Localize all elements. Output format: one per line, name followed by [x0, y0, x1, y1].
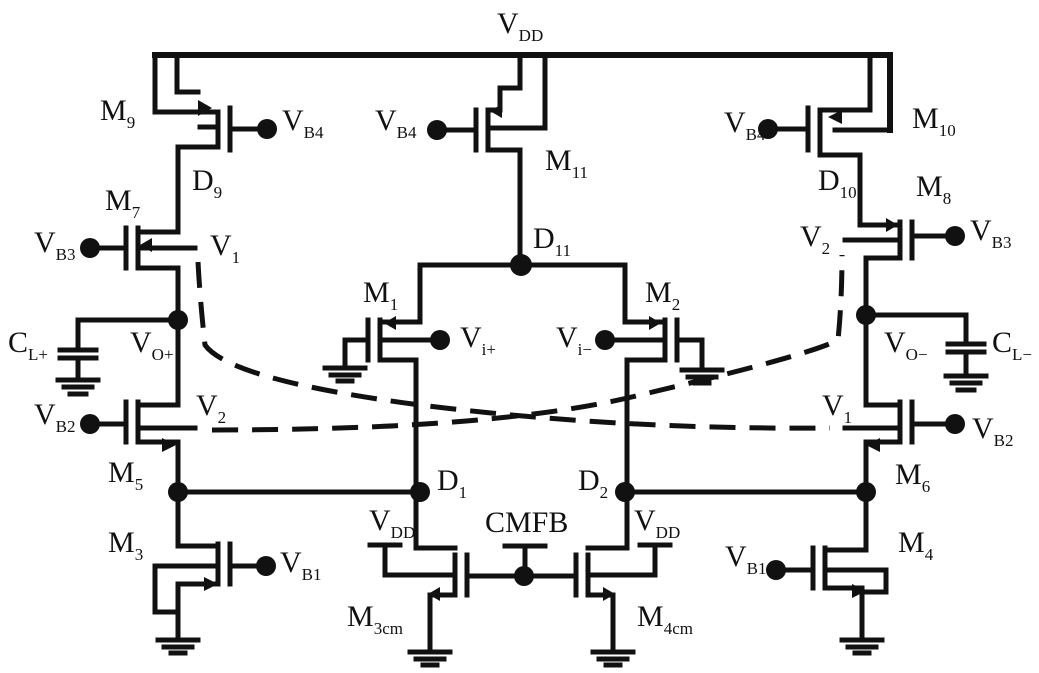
- label-m3cm: M3cm: [347, 600, 403, 638]
- dashed-v1-left: [195, 261, 831, 431]
- d1-node: [410, 482, 430, 502]
- transistor-m9: [175, 100, 268, 235]
- label-vip: Vi+: [460, 321, 496, 359]
- label-m9: M9: [100, 94, 135, 132]
- label-vb4-right: VB4: [724, 106, 766, 144]
- label-m10: M10: [912, 102, 956, 140]
- label-m6: M6: [895, 458, 930, 496]
- label-v1-left: V1: [210, 229, 240, 267]
- label-vb4-left: VB4: [282, 104, 324, 142]
- label-vb1-right: VB1: [725, 540, 767, 578]
- vip-node: [430, 330, 450, 350]
- vb2-right-node: [945, 414, 965, 434]
- d11-node: [510, 254, 532, 276]
- label-v1-right: V1: [822, 389, 852, 427]
- label-vdd-left: VDD: [369, 504, 415, 542]
- transistor-m7: [89, 225, 198, 323]
- labels: VDD M9 VB4 VB4 M11 VB4 M10 D9 M7 D10 M8 …: [8, 7, 1032, 638]
- label-vb2-right: VB2: [972, 412, 1014, 450]
- label-m11: M11: [545, 144, 588, 182]
- label-vb3-right: VB3: [970, 214, 1012, 252]
- transistor-m3: [152, 489, 265, 656]
- label-cmfb: CMFB: [485, 506, 568, 539]
- transistor-m10: [767, 105, 863, 228]
- label-m3: M3: [108, 526, 143, 564]
- load-cap-left: [55, 317, 181, 397]
- fold-wires: [175, 487, 869, 551]
- label-v2-right: V2: [800, 220, 830, 258]
- vb4-mid-node: [427, 120, 447, 140]
- transistor-m4: [777, 489, 889, 656]
- label-vb4-mid: VB4: [375, 104, 417, 142]
- label-d2: D2: [578, 464, 608, 502]
- vb3-right-node: [945, 226, 965, 246]
- vb4-left-node: [257, 119, 277, 139]
- load-cap-right: [863, 312, 989, 393]
- label-m7: M7: [105, 184, 141, 222]
- vb1-right-node: [766, 560, 786, 580]
- dashed-v2-left: [211, 254, 845, 433]
- label-vim: Vi−: [556, 321, 592, 359]
- d2-node: [615, 482, 635, 502]
- transistor-m6: [842, 312, 953, 495]
- vdd-rail: [152, 52, 893, 133]
- label-clp: CL+: [8, 326, 48, 364]
- label-m2: M2: [645, 276, 680, 314]
- transistor-m4cm: [521, 542, 673, 668]
- cmfb-node: [514, 566, 534, 586]
- label-d1: D1: [437, 464, 467, 502]
- label-vb3-left: VB3: [34, 226, 76, 264]
- transistor-m8: [842, 218, 953, 318]
- label-m4: M4: [898, 526, 934, 564]
- transistor-m1: [322, 316, 435, 493]
- label-d10: D10: [818, 164, 857, 202]
- transistor-m3cm: [367, 542, 527, 668]
- label-vop: VO+: [130, 326, 174, 364]
- label-m8: M8: [916, 170, 951, 208]
- transistor-m11: [437, 85, 523, 268]
- vb4-right-node: [758, 119, 778, 139]
- vb2-left-node: [80, 414, 100, 434]
- label-v2-left: V2: [196, 389, 226, 427]
- label-d9: D9: [192, 164, 222, 202]
- label-vom: VO−: [884, 326, 928, 364]
- label-vb1-left: VB1: [280, 546, 322, 584]
- label-m5: M5: [108, 456, 143, 494]
- label-vb2-left: VB2: [34, 398, 76, 436]
- label-m1: M1: [363, 276, 398, 314]
- label-vdd: VDD: [497, 7, 543, 45]
- vb1-left-node: [256, 556, 276, 576]
- label-m4cm: M4cm: [637, 600, 693, 638]
- vb3-left-node: [80, 238, 100, 258]
- label-clm: CL−: [992, 326, 1032, 364]
- label-vdd-right: VDD: [634, 504, 680, 542]
- transistor-m2: [610, 316, 725, 493]
- label-d11: D11: [533, 222, 571, 260]
- vim-node: [595, 330, 615, 350]
